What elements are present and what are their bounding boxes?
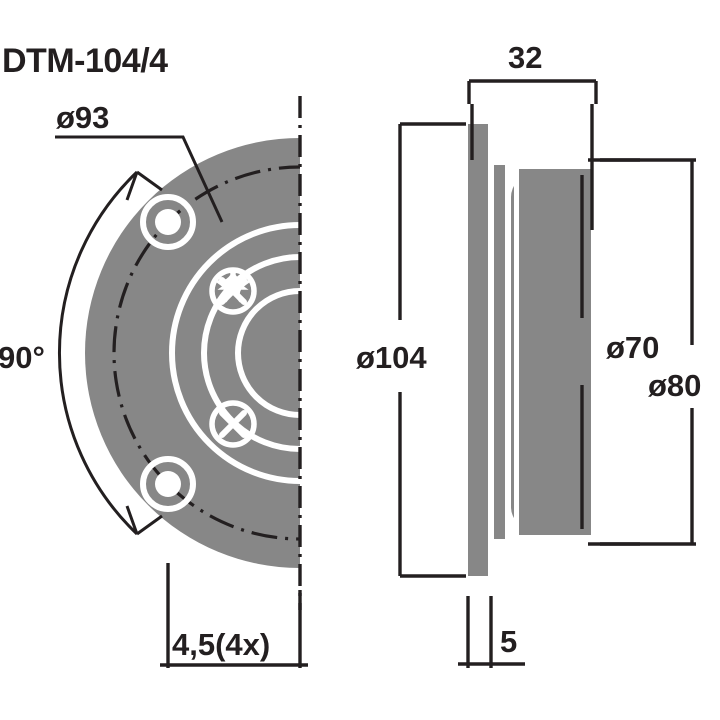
pole-gap-left <box>514 169 519 535</box>
bolt-hole-lower <box>140 456 196 512</box>
dimension-outer-diameter: ø80 <box>600 158 701 546</box>
bolt-circle-leader-line <box>55 135 224 223</box>
front-view-body <box>85 138 300 568</box>
bolt-hole-size-label: 4,5(4x) <box>172 627 270 662</box>
pole-gap-right <box>591 169 596 535</box>
mounting-flange-plate <box>468 124 488 576</box>
cross-screw-upper <box>209 267 257 315</box>
dome-outer-ring <box>169 222 300 484</box>
depth-label: 32 <box>508 40 542 75</box>
dimension-angle: 90° <box>0 170 163 536</box>
flange-disc <box>85 138 300 568</box>
angle-arrow-bottom <box>125 505 163 536</box>
dimension-flange-thickness: 5 <box>458 596 525 668</box>
dimension-depth: 32 <box>467 40 598 230</box>
angle-label: 90° <box>0 340 45 375</box>
pole-piece <box>519 169 591 535</box>
dimension-bolt-circle: ø93 <box>55 100 224 223</box>
bolt-circle-label: ø93 <box>56 100 109 135</box>
cross-screw-lower <box>209 400 257 448</box>
dimension-bolt-hole-size: 4,5(4x) <box>160 563 308 668</box>
gasket-strip <box>494 165 505 539</box>
dome-mid-ring <box>201 254 300 452</box>
angle-arrow-top <box>125 170 163 201</box>
angle-arc <box>58 170 139 536</box>
dimension-flange-diameter: ø104 <box>356 122 466 578</box>
page-title: DTM-104/4 <box>2 42 168 80</box>
flange-thickness-label: 5 <box>500 624 517 659</box>
flange-diameter-label: ø104 <box>356 340 427 375</box>
bolt-hole-upper <box>140 194 196 250</box>
inner-diameter-label: ø70 <box>606 330 659 365</box>
front-half-section-view: ø93 90° 4,5(4x) <box>0 96 308 668</box>
outer-diameter-label: ø80 <box>648 368 701 403</box>
side-section-view: 32 ø104 ø70 <box>356 40 701 668</box>
dome-inner-ring <box>235 288 300 418</box>
